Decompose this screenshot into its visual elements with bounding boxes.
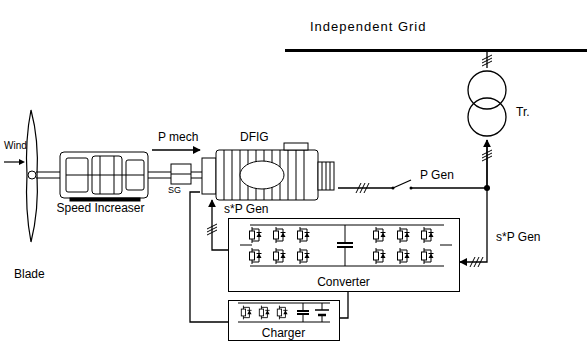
wind-arrow-head: [19, 159, 25, 165]
transformer: Tr.: [466, 68, 508, 140]
igbt-symbol: [259, 306, 269, 320]
igbt-symbol: [250, 248, 262, 264]
igbt-symbol: [241, 306, 251, 320]
shaft: [36, 172, 60, 173]
switch-symbol: [393, 180, 411, 188]
charger-box: Charger: [228, 300, 340, 341]
wind-arrow: [4, 161, 20, 162]
sg-generator: [171, 174, 191, 175]
three-phase-ticks: [207, 55, 492, 267]
igbt-symbol: [274, 248, 286, 264]
generator: DFIG: [200, 130, 338, 200]
wind-label: Wind: [4, 140, 27, 151]
power-line: [152, 149, 200, 150]
dfig-drawing: [202, 143, 334, 200]
converter-box: Converter: [228, 218, 460, 292]
power-flow-label: s*P Gen: [222, 203, 270, 216]
igbt-symbol: [398, 227, 410, 243]
igbt-symbol: [298, 248, 310, 264]
charger-circuit: [238, 303, 330, 322]
igbt-symbol: [398, 248, 410, 264]
transformer-winding: [468, 98, 506, 136]
power-flow-label: s*P Gen: [494, 231, 542, 244]
igbt-symbol: [250, 227, 262, 243]
node-label: Converter: [317, 276, 370, 289]
blade-shape: [27, 110, 38, 242]
igbt-symbol: [298, 227, 310, 243]
junction-dot: [484, 185, 490, 191]
igbt-symbol: [374, 248, 386, 264]
shaft: [36, 178, 60, 179]
igbt-symbol: [374, 227, 386, 243]
power-flow-label: P Gen: [418, 169, 456, 182]
sg-generator: [171, 164, 191, 184]
power-line: [340, 292, 348, 318]
grid-bus: Independent Grid: [285, 14, 587, 52]
hub: [28, 171, 36, 179]
power-line: [460, 140, 487, 262]
node-label: Charger: [262, 327, 305, 340]
node-label: Independent Grid: [310, 20, 426, 34]
node-label: DFIG: [240, 131, 269, 144]
sg-label: SG: [168, 186, 181, 196]
power-flow-label: P mech: [156, 131, 200, 144]
igbt-symbol: [422, 227, 434, 243]
switch-symbol: [410, 187, 413, 190]
blade-label: Blade: [14, 268, 45, 281]
power-line: [338, 140, 487, 188]
gearbox: Speed Increaser: [52, 136, 152, 218]
node-label: Speed Increaser: [56, 202, 144, 215]
gearbox-drawing: [60, 152, 148, 201]
igbt-symbol: [422, 248, 434, 264]
converter-bridges: [240, 225, 452, 266]
switch-symbol: [392, 187, 395, 190]
igbt-symbol: [277, 306, 287, 320]
node-label: Tr.: [516, 106, 530, 119]
switch-gap: [393, 184, 411, 192]
igbt-symbol: [274, 227, 286, 243]
